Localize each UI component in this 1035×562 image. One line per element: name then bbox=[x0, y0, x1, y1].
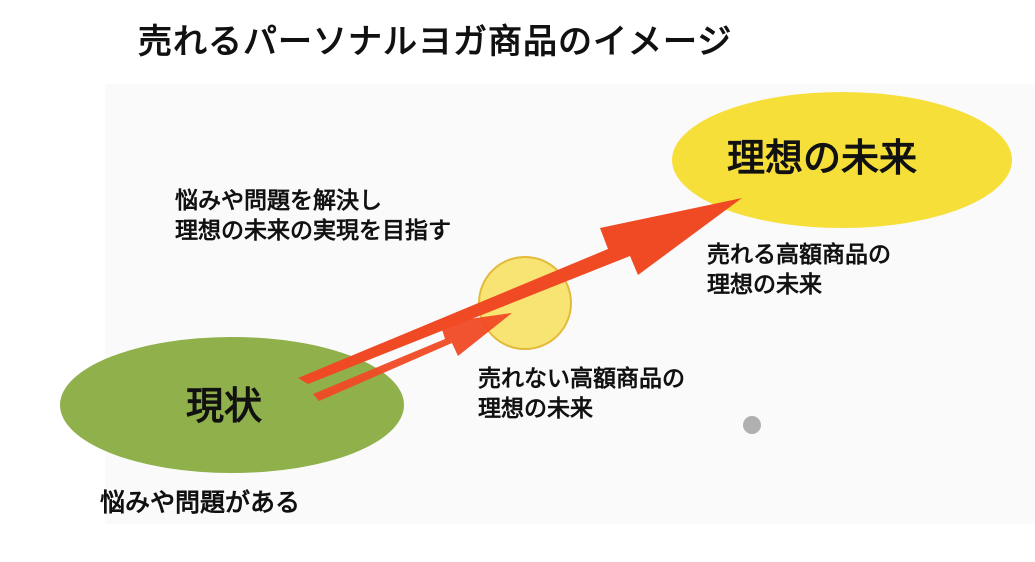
unsold-future-caption-line: 売れない高額商品の bbox=[478, 366, 685, 392]
current-state-caption: 悩みや問題がある bbox=[100, 488, 301, 517]
ideal-future-caption: 売れる高額商品の 理想の未来 bbox=[707, 240, 891, 300]
ideal-future-caption-line: 理想の未来 bbox=[707, 272, 822, 298]
ideal-future-caption-line: 売れる高額商品の bbox=[707, 242, 891, 268]
current-state-label: 現状 bbox=[186, 384, 263, 428]
unsold-future-caption: 売れない高額商品の 理想の未来 bbox=[478, 364, 685, 424]
marker-dot bbox=[743, 416, 761, 434]
goal-text-line: 理想の未来の実現を目指す bbox=[175, 218, 451, 244]
page-title: 売れるパーソナルヨガ商品のイメージ bbox=[138, 22, 733, 62]
ideal-future-label: 理想の未来 bbox=[727, 136, 918, 180]
arrow-to-unsold-future bbox=[313, 313, 512, 401]
goal-text: 悩みや問題を解決し 理想の未来の実現を目指す bbox=[175, 186, 451, 246]
goal-text-line: 悩みや問題を解決し bbox=[175, 188, 382, 214]
arrow-to-ideal-future bbox=[298, 198, 742, 384]
unsold-future-caption-line: 理想の未来 bbox=[478, 396, 593, 422]
ideal-future-ellipse bbox=[672, 92, 1012, 228]
